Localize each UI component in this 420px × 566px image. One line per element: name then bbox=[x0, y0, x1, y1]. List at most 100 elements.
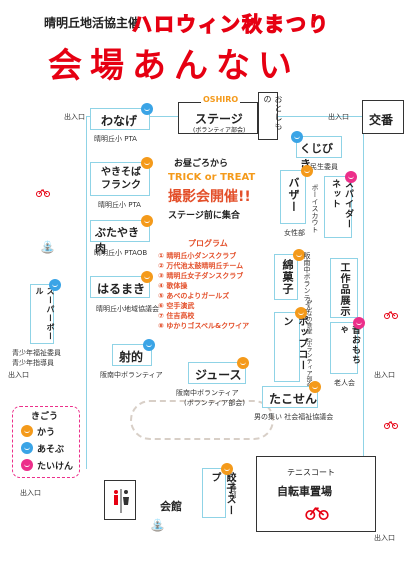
play-icon bbox=[141, 103, 153, 115]
bicycle-parking: テニスコート 自転車置場 bbox=[256, 456, 376, 532]
booth-label: 射的 bbox=[119, 350, 144, 364]
booth-popcorn[interactable]: ポップコーン bbox=[274, 307, 307, 382]
booth-org: みんなの食堂（ボランティア部会） bbox=[305, 298, 312, 394]
program-list: プログラム ① 晴明丘小ダンスクラブ ② 万代池太鼓晴明丘チーム ③ 晴明丘女子… bbox=[158, 238, 258, 331]
legend: きごう かう あそぶ たいけん bbox=[12, 406, 80, 478]
event-announcement: お昼ごろから TRICK or TREAT 撮影会開催!! ステージ前に集合 bbox=[160, 156, 270, 236]
booth-bazaar[interactable]: バザー bbox=[280, 165, 313, 224]
exit-label: 出入口 bbox=[20, 489, 41, 497]
booth-org: 青少年指導員 bbox=[12, 359, 54, 367]
program-item: ③ 晴明丘女子ダンスクラブ bbox=[158, 272, 244, 280]
booth-label: バザー bbox=[287, 177, 300, 213]
booth-kousaku[interactable]: 工作品展示 bbox=[330, 258, 358, 318]
buy-icon bbox=[293, 249, 305, 261]
booth-org: 晴明丘小地域協議会 bbox=[96, 305, 159, 313]
booth-org: 阪南中ボランティア bbox=[176, 389, 239, 397]
booth-org: 民生委員 bbox=[310, 163, 338, 171]
water-tap-icon: ⛲ bbox=[40, 240, 55, 254]
stage-label: ステージ bbox=[195, 112, 243, 126]
booth-org: 阪南中ボランティア bbox=[100, 371, 163, 379]
booth-org: 男の集い 社会福祉協議会 bbox=[254, 413, 334, 421]
exit-label: 出入口 bbox=[328, 113, 349, 121]
stage-sub: (ボランティア部会) bbox=[193, 127, 246, 134]
program-item: ② 万代池太鼓晴明丘チーム bbox=[158, 262, 244, 270]
play-icon bbox=[49, 279, 61, 291]
experience-icon bbox=[353, 317, 365, 329]
booth-gyoza[interactable]: 餃子スープ bbox=[202, 463, 235, 518]
buy-icon bbox=[301, 165, 313, 177]
booth-yakisoba[interactable]: やきそば フランク bbox=[90, 157, 153, 196]
buy-icon bbox=[309, 381, 321, 393]
bicycle-icon bbox=[305, 507, 329, 520]
kaikan-label: 会館 bbox=[160, 500, 182, 513]
program-title: プログラム bbox=[188, 239, 228, 248]
booth-label: くじびき bbox=[300, 142, 333, 171]
booth-butayaki[interactable]: ぶたやき肉 bbox=[90, 215, 153, 255]
booth-mukashi[interactable]: 昔おもちゃ bbox=[330, 317, 365, 374]
booth-juice[interactable]: ジュース bbox=[188, 357, 249, 384]
booth-org: 阪南中ボランティア bbox=[303, 252, 311, 315]
legend-label: たいけん bbox=[37, 462, 74, 472]
event-gather: ステージ前に集合 bbox=[168, 211, 240, 221]
tennis-label: テニスコート bbox=[287, 468, 335, 477]
booth-superball[interactable]: スーパーボール bbox=[30, 279, 61, 344]
event-time: お昼ごろから bbox=[174, 159, 229, 169]
buy-icon bbox=[21, 425, 33, 437]
buy-icon bbox=[237, 357, 249, 369]
play-icon bbox=[143, 339, 155, 351]
buy-icon bbox=[141, 215, 153, 227]
booth-label: ジュース bbox=[195, 368, 242, 382]
bicycle-icon bbox=[384, 421, 398, 429]
stage-logo: OSHIRO bbox=[201, 95, 241, 104]
booth-kujibiki[interactable]: くじびき bbox=[291, 131, 342, 171]
booth-org: ボーイスカウト bbox=[311, 184, 319, 233]
lost-and-found: おとしもの bbox=[258, 92, 283, 140]
play-icon bbox=[21, 442, 33, 454]
bicycle-parking-label: 自転車置場 bbox=[277, 485, 332, 498]
exit-label: 出入口 bbox=[374, 371, 395, 379]
booth-label: 昔おもちゃ bbox=[337, 325, 360, 365]
program-item: ④ 歌体操 bbox=[158, 282, 188, 290]
event-photo: 撮影会開催!! bbox=[168, 189, 251, 205]
buy-icon bbox=[141, 157, 153, 169]
bicycle-icon bbox=[36, 189, 50, 197]
sponsor-label: 晴明丘地活協主催 bbox=[44, 16, 141, 30]
booth-label: スパイダーネット bbox=[330, 179, 353, 229]
booth-org: 女性部 bbox=[229, 478, 237, 499]
restroom bbox=[104, 480, 136, 520]
booth-org: 晴明丘小 PTA bbox=[94, 135, 137, 143]
booth-wanage[interactable]: わなげ bbox=[90, 103, 153, 130]
road-line bbox=[130, 400, 274, 440]
bicycle-icon bbox=[384, 311, 398, 319]
booth-label: 工作品展示 bbox=[338, 262, 349, 317]
experience-icon bbox=[21, 459, 33, 471]
booth-tasen[interactable]: たこせん bbox=[262, 381, 321, 408]
water-tap-icon: ⛲ bbox=[150, 518, 165, 532]
booth-label: ぶたやき肉 bbox=[95, 226, 139, 255]
legend-label: かう bbox=[37, 428, 56, 438]
booth-label: たこせん bbox=[269, 392, 318, 406]
booth-label: スーパーボール bbox=[35, 287, 55, 341]
booth-label: ポップコーン bbox=[281, 316, 307, 371]
stage[interactable]: OSHIRO ステージ (ボランティア部会) bbox=[178, 95, 258, 134]
lost-and-found-label: おとしもの bbox=[263, 95, 283, 131]
booth-watagashi[interactable]: 綿菓子 bbox=[274, 249, 305, 300]
restroom-icon bbox=[114, 489, 129, 513]
booth-org: 女性部 bbox=[284, 229, 305, 237]
booth-label: わなげ bbox=[101, 114, 138, 128]
booth-spider[interactable]: スパイダーネット bbox=[324, 171, 357, 238]
koban: 交番 bbox=[362, 100, 404, 134]
booth-label: 餃子スープ bbox=[209, 472, 235, 516]
koban-label: 交番 bbox=[369, 113, 394, 127]
booth-shateki[interactable]: 射的 bbox=[112, 339, 155, 366]
booth-harumaki[interactable]: はるまき bbox=[90, 271, 153, 298]
booth-label: やきそば フランク bbox=[101, 167, 141, 191]
exit-label: 出入口 bbox=[374, 534, 395, 542]
legend-title: きごう bbox=[31, 412, 59, 422]
booth-label: 綿菓子 bbox=[281, 259, 294, 295]
program-item: ① 晴明丘小ダンスクラブ bbox=[158, 252, 237, 260]
experience-icon bbox=[345, 171, 357, 183]
event-title: ハロウィン秋まつり bbox=[131, 11, 330, 36]
event-trick: TRICK or TREAT bbox=[168, 172, 256, 183]
program-items: ① 晴明丘小ダンスクラブ ② 万代池太鼓晴明丘チーム ③ 晴明丘女子ダンスクラブ… bbox=[158, 251, 258, 331]
